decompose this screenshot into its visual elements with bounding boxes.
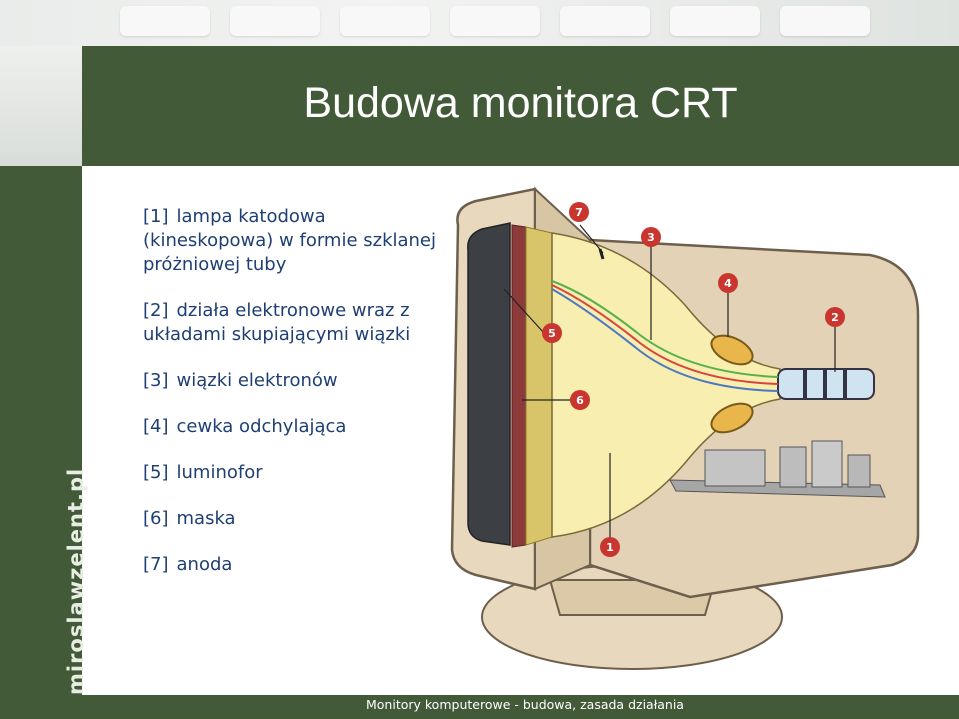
callout-7: 7 [569,202,589,222]
footer-caption: Monitory komputerowe - budowa, zasada dz… [366,697,684,712]
legend-list: [1]lampa katodowa (kineskopowa) w formie… [143,205,443,599]
callout-label: 6 [576,394,584,407]
callout-2: 2 [825,307,845,327]
circuit-component [779,446,807,488]
legend-item: [1]lampa katodowa (kineskopowa) w formie… [143,205,443,277]
crt-diagram: 7 3 4 2 5 6 1 [450,186,920,670]
circuit-component [847,454,871,488]
keyboard-key-shape [120,6,210,36]
callout-4: 4 [718,273,738,293]
legend-number: [3] [143,370,169,391]
callout-label: 1 [606,541,614,554]
footer-band [0,695,959,719]
phosphor-layer [511,224,527,548]
legend-text: anoda [176,554,233,575]
legend-text: działa elektronowe wraz z układami skupi… [143,300,411,345]
keyboard-key-shape [450,6,540,36]
callout-label: 4 [724,277,732,290]
leader-line-7 [579,224,604,254]
legend-number: [5] [143,462,169,483]
legend-text: wiązki elektronów [176,370,338,391]
callout-label: 7 [575,206,583,219]
keyboard-photo-top [0,0,959,46]
legend-number: [6] [143,508,169,529]
keyboard-key-shape [780,6,870,36]
legend-item: [3] wiązki elektronów [143,369,443,393]
callout-6: 6 [570,390,590,410]
callout-1: 1 [600,537,620,557]
callout-5: 5 [542,323,562,343]
circuit-component [811,440,843,488]
cathode-ray-tube [551,232,781,538]
beam-green [551,280,779,378]
brand-watermark: miroslawzelent.pl [64,467,88,695]
legend-number: [4] [143,416,169,437]
keyboard-key-shape [670,6,760,36]
deflection-coil-top [710,334,754,366]
callout-label: 5 [548,327,556,340]
legend-item: [7] anoda [143,553,443,577]
shadow-mask-layer [525,226,553,546]
legend-number: [1] [143,206,169,227]
keyboard-key-shape [560,6,650,36]
legend-item: [2]działa elektronowe wraz z układami sk… [143,299,443,347]
legend-number: [7] [143,554,169,575]
legend-item: [5] luminofor [143,461,443,485]
title-band [82,46,959,166]
legend-text: lampa katodowa (kineskopowa) w formie sz… [143,206,437,275]
legend-item: [6] maska [143,507,443,531]
keyboard-photo-left [0,46,82,166]
leader-line-5 [503,288,545,334]
circuit-component [704,449,766,487]
page-title: Budowa monitora CRT [303,79,738,127]
legend-text: cewka odchylająca [176,416,347,437]
left-sidebar-band [0,166,82,719]
legend-text: maska [176,508,236,529]
beam-red [551,284,779,385]
keyboard-key-shape [230,6,320,36]
keyboard-key-shape [340,6,430,36]
legend-item: [4] cewka odchylająca [143,415,443,439]
screen-glass [467,222,511,546]
beam-blue [551,288,779,392]
callout-label: 2 [831,311,839,324]
deflection-coil-bottom [710,402,754,434]
callout-3: 3 [641,227,661,247]
legend-text: luminofor [176,462,263,483]
callout-label: 3 [647,231,655,244]
legend-number: [2] [143,300,169,321]
